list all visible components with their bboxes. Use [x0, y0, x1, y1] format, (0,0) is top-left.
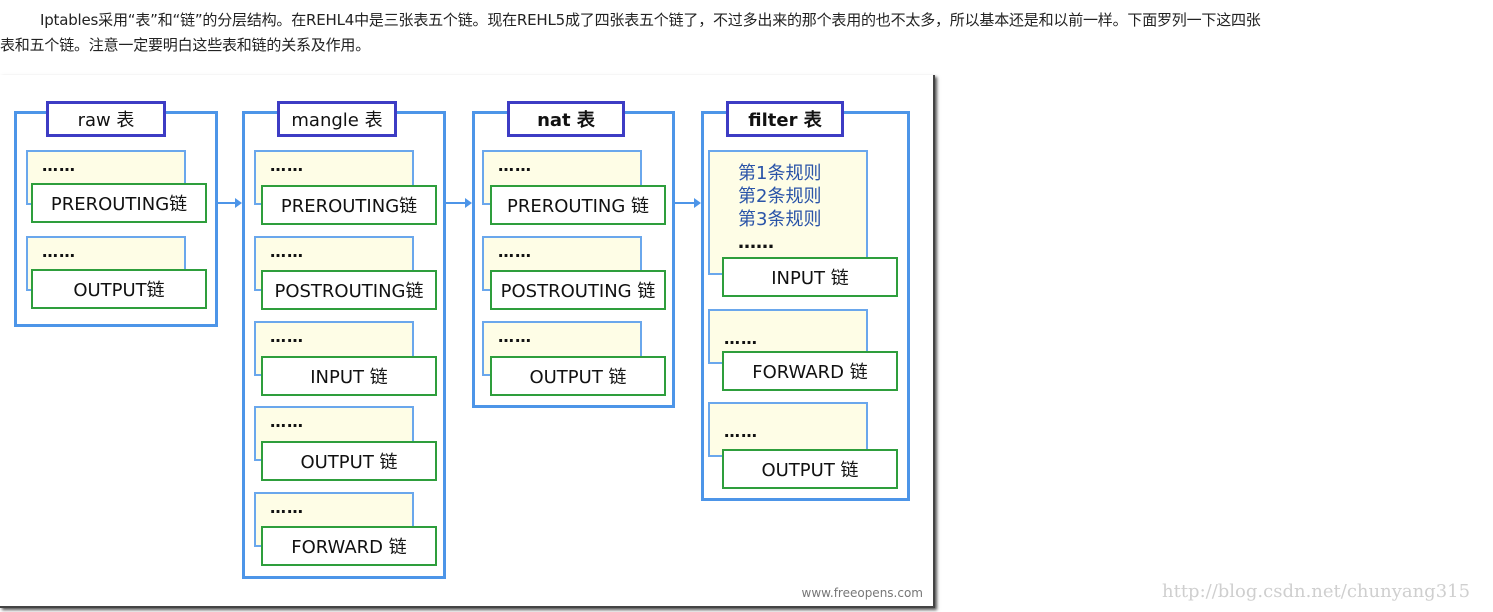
arrow-raw-to-mangle: [218, 198, 242, 208]
rules-ellipsis: ……: [738, 232, 774, 253]
arrow-mangle-to-nat: [446, 198, 472, 208]
filter-table-title: filter 表: [726, 101, 844, 137]
intro-line-2: 表和五个链。注意一定要明白这些表和链的关系及作用。: [0, 36, 371, 54]
rules-ellipsis: ……: [42, 242, 76, 261]
iptables-diagram: raw 表 …… PREROUTING链 …… OUTPUT链 mangle 表…: [0, 75, 935, 608]
mangle-chain-postrouting: POSTROUTING链: [261, 270, 437, 310]
rule-1: 第1条规则: [738, 163, 822, 184]
mangle-chain-prerouting: PREROUTING链: [261, 185, 437, 225]
rules-ellipsis: ……: [42, 156, 76, 175]
intro-line-1: Iptables采用“表”和“链”的分层结构。在REHL4中是三张表五个链。现在…: [40, 11, 1261, 29]
raw-chain-prerouting: PREROUTING链: [31, 183, 207, 223]
nat-chain-postrouting: POSTROUTING 链: [490, 270, 666, 310]
nat-chain-prerouting: PREROUTING 链: [490, 185, 666, 225]
rule-list: 第1条规则 第2条规则 第3条规则 ……: [738, 162, 821, 254]
intro-paragraph: Iptables采用“表”和“链”的分层结构。在REHL4中是三张表五个链。现在…: [0, 8, 1493, 58]
rule-2: 第2条规则: [738, 186, 822, 207]
rules-ellipsis: ……: [498, 156, 532, 175]
raw-table-title: raw 表: [46, 101, 166, 137]
mangle-chain-forward: FORWARD 链: [261, 526, 437, 566]
filter-chain-input: INPUT 链: [722, 257, 898, 297]
mangle-chain-input: INPUT 链: [261, 356, 437, 396]
rules-ellipsis: ……: [498, 242, 532, 261]
nat-table-title: nat 表: [507, 101, 625, 137]
arrow-nat-to-filter: [675, 198, 701, 208]
rules-ellipsis: ……: [724, 329, 758, 348]
blog-watermark: http://blog.csdn.net/chunyang315: [1162, 581, 1471, 602]
rule-3: 第3条规则: [738, 209, 822, 230]
filter-chain-forward: FORWARD 链: [722, 351, 898, 391]
nat-chain-output: OUTPUT 链: [490, 356, 666, 396]
filter-chain-1-rules: 第1条规则 第2条规则 第3条规则 ……: [708, 150, 868, 275]
mangle-table-title: mangle 表: [277, 101, 397, 137]
rules-ellipsis: ……: [498, 327, 532, 346]
rules-ellipsis: ……: [270, 327, 304, 346]
mangle-chain-output: OUTPUT 链: [261, 441, 437, 481]
rules-ellipsis: ……: [270, 412, 304, 431]
rules-ellipsis: ……: [270, 498, 304, 517]
rules-ellipsis: ……: [270, 242, 304, 261]
rules-ellipsis: ……: [724, 422, 758, 441]
rules-ellipsis: ……: [270, 156, 304, 175]
raw-chain-output: OUTPUT链: [31, 269, 207, 309]
figure-credit: www.freeopens.com: [801, 586, 923, 600]
filter-chain-output: OUTPUT 链: [722, 449, 898, 489]
